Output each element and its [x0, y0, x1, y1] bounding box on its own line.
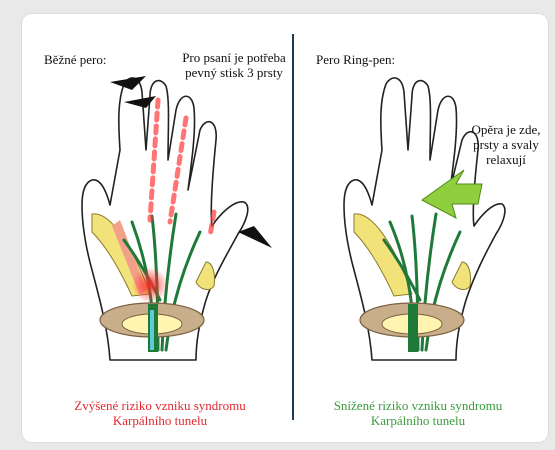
- left-caption-line1: Zvýšené riziko vzniku syndromu: [60, 398, 260, 413]
- right-note-line2: prsty a svaly: [466, 137, 546, 152]
- left-panel-caption: Zvýšené riziko vzniku syndromu Karpálníh…: [60, 398, 260, 428]
- right-caption-line1: Snížené riziko vzniku syndromu: [318, 398, 518, 413]
- right-panel-note: Opěra je zde, prsty a svaly relaxují: [466, 122, 546, 167]
- panel-divider: [292, 34, 294, 420]
- right-panel-title: Pero Ring-pen:: [316, 52, 395, 67]
- right-note-line3: relaxují: [466, 152, 546, 167]
- right-caption-line2: Karpálního tunelu: [318, 413, 518, 428]
- left-nerve-glow: [150, 310, 154, 350]
- right-panel-caption: Snížené riziko vzniku syndromu Karpálníh…: [318, 398, 518, 428]
- left-note-line2: pevný stisk 3 prsty: [174, 65, 294, 80]
- left-caption-line2: Karpálního tunelu: [60, 413, 260, 428]
- left-strain-glow: [132, 267, 168, 303]
- left-note-line1: Pro psaní je potřeba: [174, 50, 294, 65]
- left-panel-note: Pro psaní je potřeba pevný stisk 3 prsty: [174, 50, 294, 80]
- left-panel-title: Běžné pero:: [44, 52, 106, 67]
- right-note-line1: Opěra je zde,: [466, 122, 546, 137]
- arrow-right-icon: [238, 226, 272, 248]
- right-tunnel-tendon: [408, 304, 418, 352]
